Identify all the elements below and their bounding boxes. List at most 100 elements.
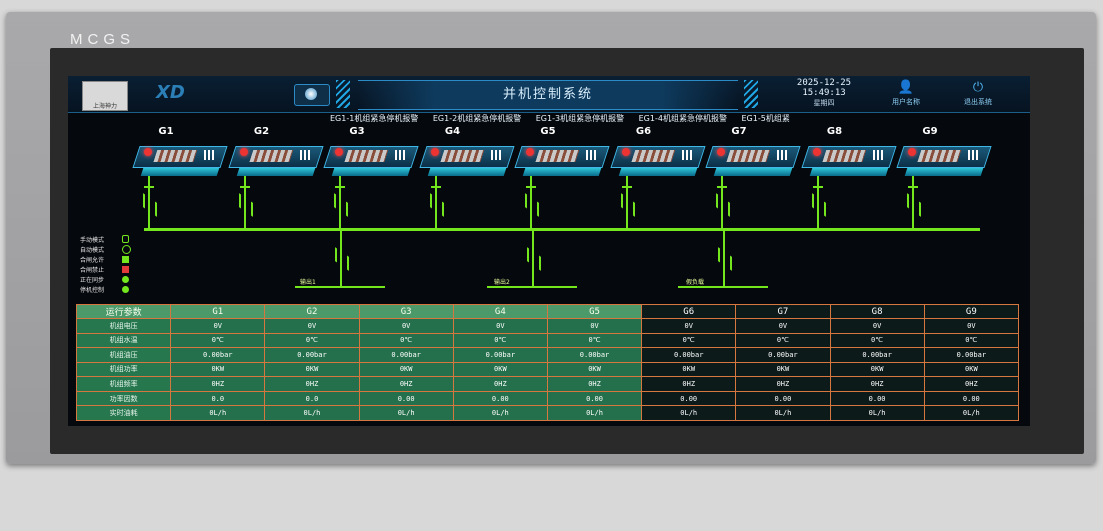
brand-logo: XD bbox=[156, 82, 185, 103]
table-cell: 0.00bar bbox=[829, 347, 925, 363]
table-cell: 0.00 bbox=[735, 390, 831, 407]
table-cell: 0V bbox=[641, 318, 737, 334]
hand-icon bbox=[122, 235, 129, 243]
table-header-label: 运行参数 bbox=[75, 304, 172, 319]
row-label: 机组水温 bbox=[75, 332, 172, 349]
feeder-line bbox=[339, 176, 341, 228]
output-2-label: 输出2 bbox=[494, 279, 510, 286]
alarm-indicator bbox=[908, 148, 916, 156]
device-brand: MCGS bbox=[70, 31, 135, 48]
table-cell: 0KW bbox=[829, 361, 925, 378]
generator-label: G3 bbox=[349, 126, 365, 137]
generator-unit[interactable]: G9 bbox=[896, 126, 992, 196]
alarm-indicator bbox=[717, 148, 725, 156]
date-text: 2025-12-25 bbox=[796, 78, 852, 88]
alarm-indicator bbox=[526, 148, 534, 156]
row-label: 机组电压 bbox=[75, 318, 172, 334]
signal-bars-icon bbox=[204, 150, 218, 160]
alarm-indicator bbox=[239, 148, 248, 156]
table-cell: 0V bbox=[735, 318, 831, 334]
table-cell: 0KW bbox=[358, 361, 454, 378]
generator-unit[interactable]: G4 bbox=[418, 126, 515, 196]
generator-unit[interactable]: G6 bbox=[609, 126, 706, 196]
table-col-header: G4 bbox=[452, 304, 548, 319]
time-text: 15:49:13 bbox=[802, 88, 846, 98]
table-header-row: 运行参数 G1 G2 G3 G4 G5 G6 G7 G8 G9 bbox=[75, 304, 1020, 319]
user-button[interactable]: 👤 用户名称 bbox=[880, 80, 932, 108]
table-cell: 0HZ bbox=[641, 376, 737, 392]
signal-bars-icon bbox=[395, 150, 409, 160]
table-cell: 0℃ bbox=[264, 332, 360, 349]
table-cell: 0L/h bbox=[641, 405, 737, 421]
user-icon: 👤 bbox=[897, 80, 915, 95]
generator-label: G2 bbox=[253, 126, 270, 137]
table-cell: 0.00bar bbox=[264, 347, 360, 363]
generator-base bbox=[618, 168, 697, 176]
legend-item-close-forbidden: 合闸禁止 bbox=[80, 264, 131, 274]
generator-unit[interactable]: G3 bbox=[323, 126, 419, 196]
logout-button[interactable]: ⏻ 退出系统 bbox=[952, 80, 1004, 108]
table-cell: 0.00 bbox=[923, 390, 1020, 407]
breaker-top bbox=[908, 186, 918, 198]
table-cell: 0KW bbox=[641, 361, 737, 378]
generator-unit[interactable]: G8 bbox=[800, 126, 897, 196]
feeder-line bbox=[148, 176, 150, 228]
table-cell: 0.00bar bbox=[923, 347, 1020, 363]
feeder-line bbox=[912, 176, 914, 228]
generator-base bbox=[236, 168, 315, 176]
table-cell: 0HZ bbox=[264, 376, 360, 392]
table-col-header: G1 bbox=[170, 304, 266, 319]
generator-unit[interactable]: G1 bbox=[132, 126, 228, 196]
table-cell: 0L/h bbox=[264, 405, 360, 421]
power-icon: ⏻ bbox=[972, 80, 984, 95]
generator-unit[interactable]: G2 bbox=[227, 126, 324, 196]
table-cell: 0.00 bbox=[546, 390, 643, 407]
table-cell: 0HZ bbox=[452, 376, 548, 392]
table-col-header: G9 bbox=[923, 304, 1020, 319]
square-icon bbox=[122, 255, 129, 263]
breaker-top bbox=[430, 186, 441, 198]
table-cell: 0L/h bbox=[452, 405, 548, 421]
generator-unit[interactable]: G5 bbox=[514, 126, 610, 196]
breaker-top bbox=[717, 186, 727, 198]
table-cell: 0V bbox=[923, 318, 1020, 334]
signal-bars-icon bbox=[299, 150, 314, 160]
table-cell: 0.00bar bbox=[546, 347, 643, 363]
output-line bbox=[532, 228, 534, 286]
table-cell: 0.00 bbox=[452, 390, 548, 407]
feeder-line bbox=[530, 176, 532, 228]
table-cell: 0.00 bbox=[358, 390, 454, 407]
dummy-load-label: 假负载 bbox=[686, 279, 705, 286]
feeder-line bbox=[721, 176, 723, 228]
legend-item-stop: 停机控制 bbox=[80, 284, 131, 294]
row-label: 机组油压 bbox=[75, 347, 172, 363]
decor-stripes-right bbox=[744, 80, 758, 108]
alarm-indicator bbox=[621, 148, 630, 156]
generator-label: G8 bbox=[826, 126, 843, 137]
table-cell: 0.00 bbox=[829, 390, 925, 407]
table-cell: 0V bbox=[358, 318, 454, 334]
table-col-header: G5 bbox=[546, 304, 643, 319]
generator-unit[interactable]: G7 bbox=[705, 126, 801, 196]
alarm-indicator bbox=[812, 148, 821, 156]
output-bus bbox=[295, 286, 385, 288]
table-cell: 0V bbox=[546, 318, 643, 334]
circle-icon bbox=[122, 285, 129, 293]
table-cell: 0℃ bbox=[735, 332, 831, 349]
home-icon[interactable] bbox=[294, 84, 330, 106]
table-cell: 0HZ bbox=[546, 376, 643, 392]
table-col-header: G3 bbox=[358, 304, 454, 319]
circle-icon bbox=[122, 275, 129, 283]
table-cell: 0KW bbox=[923, 361, 1020, 378]
table-cell: 0℃ bbox=[923, 332, 1020, 349]
breaker-top bbox=[239, 186, 250, 198]
main-bus-bar bbox=[144, 228, 980, 231]
table-cell: 0℃ bbox=[358, 332, 454, 349]
table-cell: 0℃ bbox=[641, 332, 737, 349]
table-col-header: G6 bbox=[641, 304, 737, 319]
table-cell: 0V bbox=[170, 318, 266, 334]
output-bus bbox=[487, 286, 577, 288]
table-cell: 0.00bar bbox=[735, 347, 831, 363]
